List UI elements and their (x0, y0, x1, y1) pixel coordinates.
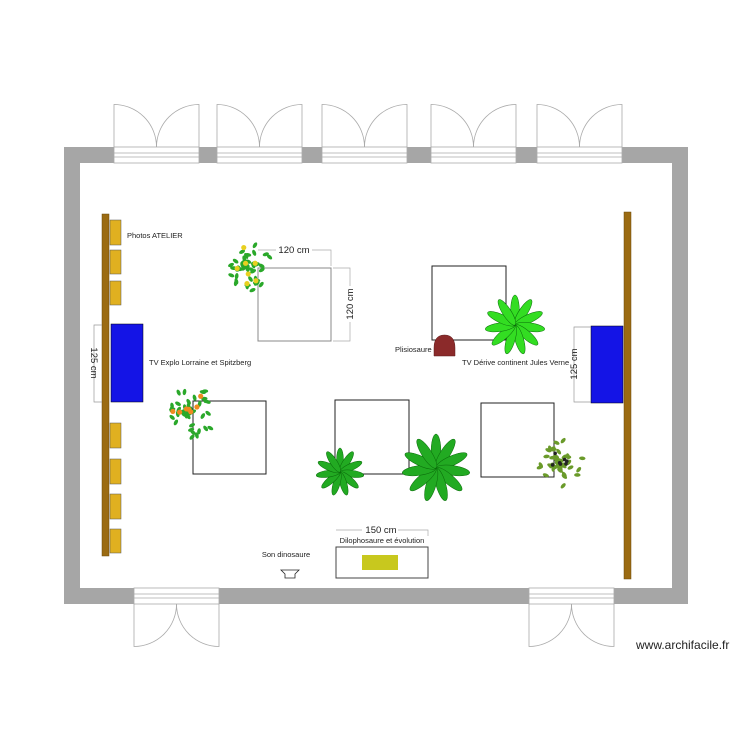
sound-label: Son dinosaure (262, 550, 310, 559)
photo-frame-3[interactable] (109, 280, 122, 306)
top-doors (113, 104, 623, 164)
display-box-3[interactable] (192, 400, 267, 475)
lemon-tree (228, 242, 273, 293)
photo-frames (109, 219, 122, 554)
olive-tree (536, 437, 586, 489)
photo-frame-2[interactable] (109, 249, 122, 275)
tv-right-dimension (573, 326, 591, 403)
left-wood-rail (101, 213, 110, 557)
photo-frame-1[interactable] (109, 219, 122, 246)
watermark: www.archifacile.fr (635, 638, 729, 652)
bottom-doors (133, 587, 615, 647)
dilophosaur-model[interactable] (362, 555, 398, 570)
tv-left[interactable] (110, 323, 144, 403)
bottom-door-2[interactable] (528, 587, 615, 647)
top-door-1[interactable] (113, 104, 200, 164)
dilophosaur-dimension-label: 150 cm (365, 525, 396, 536)
plesiosaur-model[interactable] (433, 334, 456, 357)
palm-plant-2 (402, 433, 470, 501)
tv-left-label: TV Explo Lorraine et Spitzberg (149, 358, 251, 367)
display-box-1[interactable] (257, 267, 332, 342)
top-door-2[interactable] (216, 104, 303, 164)
top-door-3[interactable] (321, 104, 408, 164)
top-door-4[interactable] (430, 104, 517, 164)
photos-label: Photos ATELIER (127, 231, 183, 240)
top-door-5[interactable] (536, 104, 623, 164)
box-width-label: 120 cm (278, 245, 309, 256)
display-box-4[interactable] (334, 399, 410, 475)
tv-left-dimension-label: 125 cm (88, 347, 99, 378)
plants (169, 242, 586, 501)
photo-frame-7[interactable] (109, 528, 122, 554)
palm-plant-3 (315, 447, 365, 496)
photo-frame-6[interactable] (109, 493, 122, 520)
bottom-door-1[interactable] (133, 587, 220, 647)
right-wood-rail (623, 211, 632, 580)
display-box-5[interactable] (480, 402, 555, 478)
tv-right-label: TV Dérive continent Jules Verne (462, 358, 569, 367)
dilophosaur-dimension (336, 529, 429, 536)
tv-right[interactable] (590, 325, 624, 404)
display-box-2[interactable] (431, 265, 507, 341)
palm-plant-1 (485, 294, 545, 355)
tv-right-dimension-label: 125 cm (569, 348, 580, 379)
plesiosaur-label: Plisiosaure (395, 345, 432, 354)
photo-frame-5[interactable] (109, 458, 122, 485)
box-1-dimensions (258, 249, 351, 342)
box-height-label: 120 cm (345, 288, 356, 319)
tv-left-dimension (93, 324, 102, 403)
dilophosaur-label: Dilophosaure et évolution (340, 536, 425, 545)
photo-frame-4[interactable] (109, 422, 122, 449)
orange-tree (169, 388, 214, 440)
speaker-icon[interactable] (280, 569, 300, 579)
